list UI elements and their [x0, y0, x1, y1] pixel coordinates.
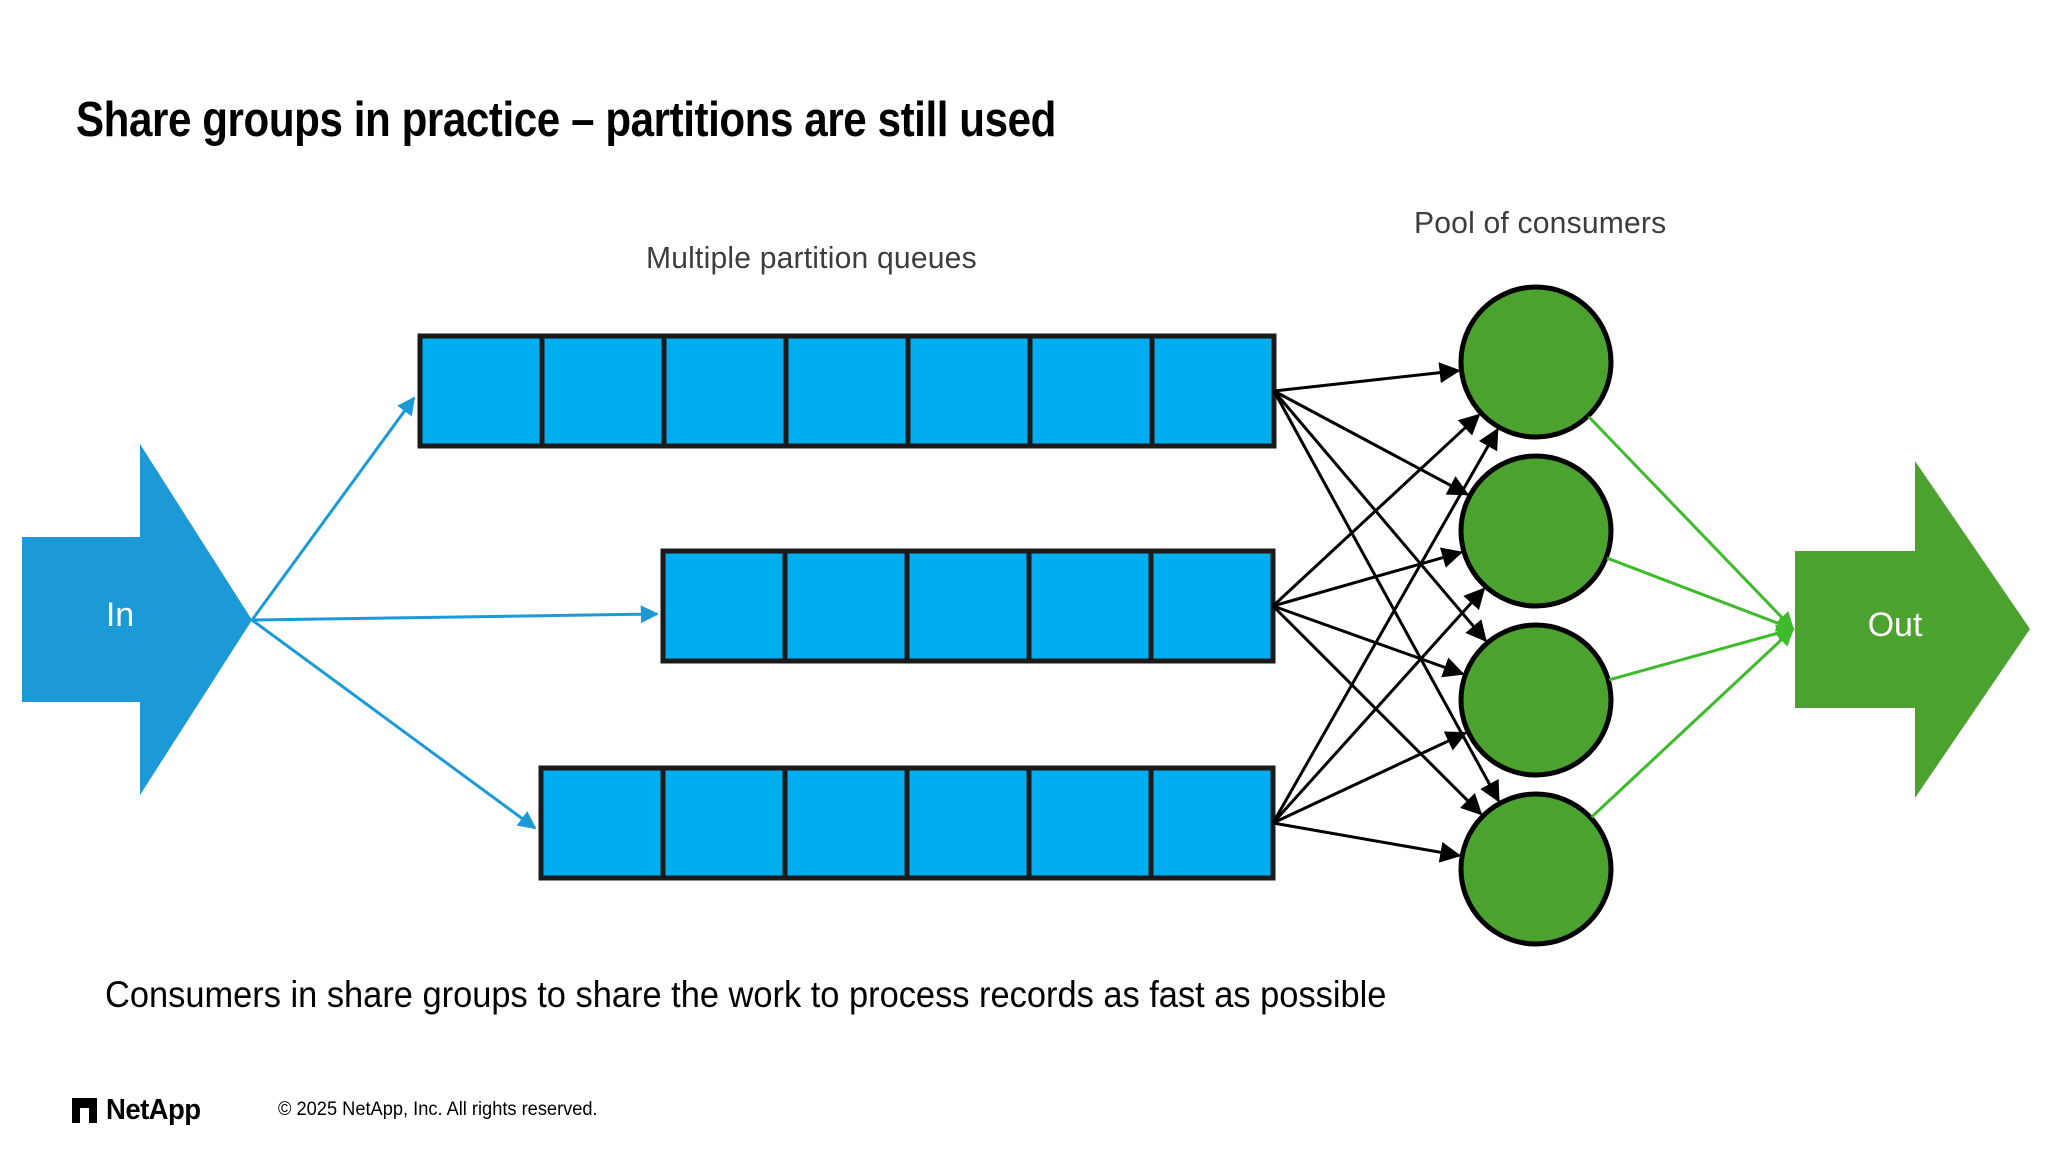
- out-arrow-label: Out: [1867, 606, 1923, 644]
- queue-3-cell-3: [782, 765, 910, 881]
- copyright-notice: © 2025 NetApp, Inc. All rights reserved.: [277, 1099, 598, 1120]
- in-to-queue-3-arrow: [251, 618, 537, 830]
- netapp-wordmark: NetApp: [106, 1093, 201, 1126]
- consumer-to-out-connectors: [1587, 415, 1795, 819]
- queue-1-cell-4: [783, 333, 911, 449]
- consumer-pool: [1458, 284, 1614, 947]
- netapp-mark-icon: [72, 1097, 97, 1123]
- queue-2-to-consumer-3-arrow: [1272, 604, 1465, 678]
- slide-caption: Consumers in share groups to share the w…: [105, 974, 1387, 1015]
- consumer-2: [1458, 453, 1614, 609]
- queue-1-to-consumer-3-arrow: [1272, 390, 1487, 643]
- queue-3-cell-1: [538, 765, 666, 881]
- consumer-2-to-out-arrow: [1606, 556, 1795, 632]
- queue-2-cell-4: [1026, 548, 1154, 664]
- consumer-3-to-out-arrow: [1608, 624, 1795, 682]
- in-arrow-label: In: [105, 596, 135, 634]
- queue-1-cell-5: [905, 333, 1033, 449]
- queue-2-to-consumer-2-arrow: [1272, 547, 1464, 608]
- queue-1-cell-1: [417, 333, 545, 449]
- partition-queues: [417, 333, 1277, 881]
- queue-2-cell-5: [1148, 548, 1276, 664]
- queue-3-cell-5: [1026, 765, 1154, 881]
- queue-3-cell-2: [660, 765, 788, 881]
- in-to-queue-2-arrow: [251, 605, 659, 624]
- pool-of-consumers-label: Pool of consumers: [1414, 205, 1667, 240]
- consumer-1-to-out-arrow: [1587, 415, 1795, 631]
- queue-1-to-consumer-1-arrow: [1273, 362, 1461, 393]
- queue-2-to-consumer-1-arrow: [1271, 413, 1481, 608]
- queue-1-to-consumer-2-arrow: [1273, 389, 1470, 496]
- queue-1-cell-7: [1149, 333, 1277, 449]
- partition-queue-2: [660, 548, 1276, 664]
- queue-3-to-consumer-4-arrow: [1272, 821, 1462, 863]
- page-title: Share groups in practice – partitions ar…: [76, 93, 1056, 147]
- queue-2-to-consumer-4-arrow: [1271, 604, 1483, 816]
- queue-3-cell-4: [904, 765, 1032, 881]
- in-to-queue-connectors: [250, 396, 659, 830]
- partition-queue-1: [417, 333, 1277, 449]
- queue-to-consumer-connectors: [1271, 362, 1500, 863]
- netapp-logo: NetApp: [72, 1094, 206, 1127]
- queue-1-cell-2: [539, 333, 667, 449]
- in-to-queue-1-arrow: [250, 396, 416, 621]
- in-block-arrow: [22, 444, 252, 795]
- queue-1-cell-3: [661, 333, 789, 449]
- queue-2-cell-3: [904, 548, 1032, 664]
- queue-2-cell-2: [782, 548, 910, 664]
- consumer-4: [1458, 791, 1614, 947]
- queue-2-cell-1: [660, 548, 788, 664]
- slide-footer: NetApp © 2025 NetApp, Inc. All rights re…: [72, 1090, 610, 1130]
- out-block-arrow: [1795, 461, 2030, 798]
- queue-3-to-consumer-2-arrow: [1271, 587, 1486, 825]
- queue-3-cell-6: [1148, 765, 1276, 881]
- consumer-3: [1458, 622, 1614, 778]
- multiple-partition-queues-label: Multiple partition queues: [646, 240, 977, 275]
- consumer-4-to-out-arrow: [1590, 627, 1795, 819]
- consumer-1: [1458, 284, 1614, 440]
- queue-3-to-consumer-3-arrow: [1272, 731, 1468, 825]
- queue-3-to-consumer-1-arrow: [1271, 427, 1499, 824]
- queue-1-cell-6: [1027, 333, 1155, 449]
- partition-queue-3: [538, 765, 1276, 881]
